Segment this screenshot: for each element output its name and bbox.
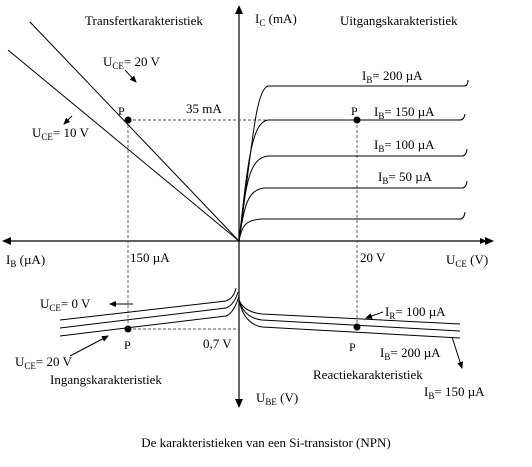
uce-value-label: 20 V: [360, 250, 386, 265]
input-curve-mid: [59, 291, 239, 329]
point-label-input: P: [124, 338, 131, 352]
point-label-transfer: P: [118, 104, 125, 118]
input-title: Ingangskarakteristiek: [50, 372, 162, 387]
output-curve-0: [238, 211, 466, 242]
ic-axis-label: IC (mA): [255, 11, 297, 28]
transfer-label-uce-20: UCE= 20 V: [103, 54, 161, 71]
point-input: [124, 325, 132, 333]
transfer-arrow-uce-10: [63, 115, 73, 125]
input-curve-uce-20: [59, 295, 240, 337]
output-curve-200: [238, 79, 469, 242]
dashed-guides: [127, 119, 358, 330]
input-label-uce-0: UCE= 0 V: [40, 296, 91, 313]
point-label-output: P: [351, 104, 358, 118]
vertical-axis-top-arrow: [235, 5, 243, 14]
transfer-label-uce-10: UCE= 10 V: [32, 125, 90, 142]
horizontal-axis-left-arrow: [2, 237, 11, 245]
transfer-arrow-uce-20: [124, 69, 137, 83]
point-transfer: [124, 116, 132, 124]
output-label-150: IB= 150 µA: [374, 104, 435, 121]
reaction-arrow-100: [365, 311, 384, 319]
ib-value-label: 150 µA: [130, 250, 170, 265]
figure-caption: De karakteristieken van een Si-transisto…: [141, 435, 390, 450]
transfer-curves: [7, 21, 240, 242]
horizontal-axis-right-arrow: [485, 237, 494, 245]
point-output: [353, 116, 361, 124]
point-label-reaction: P: [349, 340, 356, 354]
transfer-line-uce-10: [7, 49, 240, 242]
reaction-label-150: IB= 150 µA: [424, 384, 485, 401]
uce-axis-label: UCE (V): [446, 252, 488, 269]
input-curve-uce-0: [59, 287, 237, 321]
output-curve-100: [238, 148, 468, 242]
reaction-curve-200: [238, 299, 461, 339]
transfer-title: Transfertkarakteristiek: [85, 13, 203, 28]
output-curves: [238, 79, 469, 242]
output-label-100: IB= 100 µA: [374, 137, 435, 154]
point-reaction: [353, 323, 361, 331]
output-label-200: IB= 200 µA: [362, 68, 423, 85]
transfer-line-uce-20: [29, 21, 240, 242]
ic-value-label: 35 mA: [186, 101, 222, 116]
output-label-50: IB= 50 µA: [378, 169, 433, 186]
ib-axis-label: IB (µA): [6, 252, 45, 269]
input-curves: [59, 287, 240, 337]
ube-value-label: 0,7 V: [203, 336, 232, 351]
operating-points: [124, 116, 361, 333]
input-label-uce-20: UCE= 20 V: [15, 354, 73, 371]
reaction-title: Reactiekarakteristiek: [313, 367, 423, 382]
output-title: Uitgangskarakteristiek: [340, 13, 458, 28]
reaction-curves: [238, 299, 461, 339]
reaction-arrow-150: [451, 336, 464, 369]
reaction-label-200: IB= 200 µA: [380, 345, 441, 362]
input-arrow-uce-20: [69, 335, 109, 357]
reaction-label-100: IR= 100 µA: [385, 304, 446, 321]
ube-axis-label: UBE (V): [256, 390, 298, 407]
output-curve-150: [238, 113, 466, 242]
output-curve-50: [238, 180, 468, 242]
vertical-axis-bottom-arrow: [235, 399, 243, 408]
